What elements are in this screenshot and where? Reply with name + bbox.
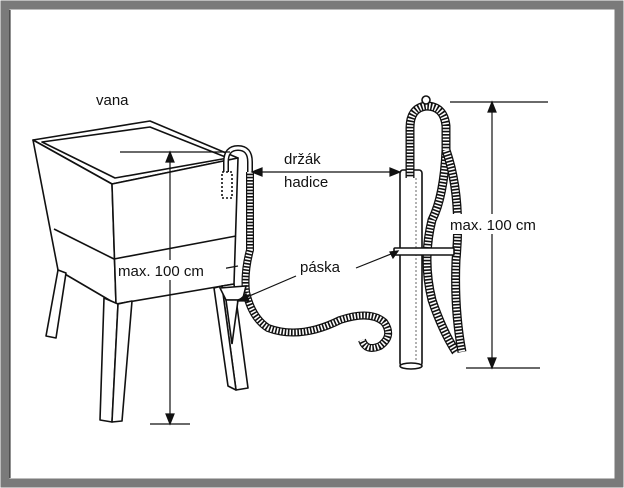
tub-leg-back-left xyxy=(45,269,67,339)
max-height-left-label: max. 100 cm xyxy=(118,263,204,280)
right-label-backing xyxy=(446,214,568,234)
tub-rib-side xyxy=(113,235,237,260)
ground-stake xyxy=(218,285,248,345)
max-height-right-label: max. 100 cm xyxy=(450,217,536,234)
dimension-lines xyxy=(120,100,548,426)
strap-leader-right xyxy=(355,251,397,269)
strap xyxy=(393,247,455,256)
tub-leg-front-right-side xyxy=(213,285,237,391)
drain-hose xyxy=(241,172,393,352)
tub-rib-front xyxy=(53,228,115,260)
standpipe-hose xyxy=(405,95,467,355)
holder-label-line1: držák xyxy=(284,151,321,168)
hook-inside-tub xyxy=(221,171,233,199)
strap-label: páska xyxy=(300,259,341,276)
standpipe-illustration xyxy=(399,169,423,370)
holder-label-line2: hadice xyxy=(284,174,328,191)
tub-label: vana xyxy=(96,92,129,109)
left-label-backing xyxy=(116,260,226,280)
tub-leg-front-left-side xyxy=(111,300,133,423)
standpipe xyxy=(399,169,423,367)
strap-leader-left xyxy=(239,275,297,301)
tub-side-face xyxy=(111,157,239,305)
hose-hook-on-tub xyxy=(221,144,253,199)
